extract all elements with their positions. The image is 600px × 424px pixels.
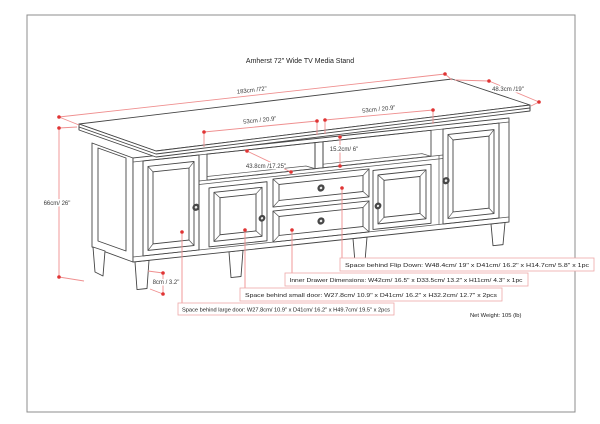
small-door-right	[372, 163, 432, 230]
drawer-bottom	[272, 200, 370, 243]
drawer-top-flip-down	[272, 168, 370, 208]
net-weight-label: Net Weight: 105 (lb)	[470, 313, 522, 319]
front-face	[132, 117, 510, 291]
note-flip-down: Space behind Flip Down: W48.4cm/ 19" x D…	[339, 186, 595, 272]
dim-label-shelf-height: 15.2cm/ 6"	[330, 147, 358, 153]
dim-label-overall-height: 66cm/ 26"	[44, 201, 71, 207]
dim-depth: 48.3cm /19"	[454, 79, 541, 107]
large-door-left	[142, 154, 200, 257]
leg-front-right	[490, 221, 506, 247]
left-side-panel	[91, 142, 134, 277]
note-small-door: Space behind small door: W27.8cm/ 10.9" …	[239, 228, 503, 302]
dim-label-depth: 48.3cm /19"	[492, 87, 524, 93]
note-flip-down-text: Space behind Flip Down: W48.4cm/ 19" x D…	[345, 263, 589, 269]
dim-label-shelf-diagonal: 43.8cm /17.25"	[246, 164, 286, 170]
leg-front-midleft	[228, 249, 244, 279]
diagram-title: Amherst 72" Wide TV Media Stand	[246, 58, 354, 65]
dim-shelf-diagonal: 43.8cm /17.25"	[244, 149, 293, 174]
note-small-door-text: Space behind small door: W27.8cm/ 10.9" …	[245, 293, 497, 299]
shelf-board-edge	[199, 154, 443, 182]
tabletop	[78, 78, 531, 158]
note-large-door: Space behind large door: W27.8cm/ 10.9" …	[177, 230, 395, 316]
dim-overall-height: 66cm/ 26"	[42, 126, 85, 282]
note-inner-drawer-text: Inner Drawer Dimensions: W42cm/ 16.5" x …	[290, 278, 523, 284]
large-door-right	[442, 122, 500, 225]
dim-leg-height: 8cm / 3.2"	[147, 270, 181, 296]
leg-front-left	[134, 259, 150, 291]
note-inner-drawer: Inner Drawer Dimensions: W42cm/ 16.5" x …	[284, 228, 529, 287]
dim-label-leg-height: 8cm / 3.2"	[153, 280, 180, 286]
page-border	[26, 14, 576, 413]
note-large-door-text: Space behind large door: W27.8cm/ 10.9" …	[182, 308, 390, 314]
callout-notes: Space behind Flip Down: W48.4cm/ 19" x D…	[177, 186, 595, 316]
leg-side	[92, 246, 106, 277]
dim-shelf-height: 15.2cm/ 6"	[328, 135, 360, 168]
tv-stand-drawing	[78, 78, 531, 291]
small-door-left	[208, 181, 268, 248]
